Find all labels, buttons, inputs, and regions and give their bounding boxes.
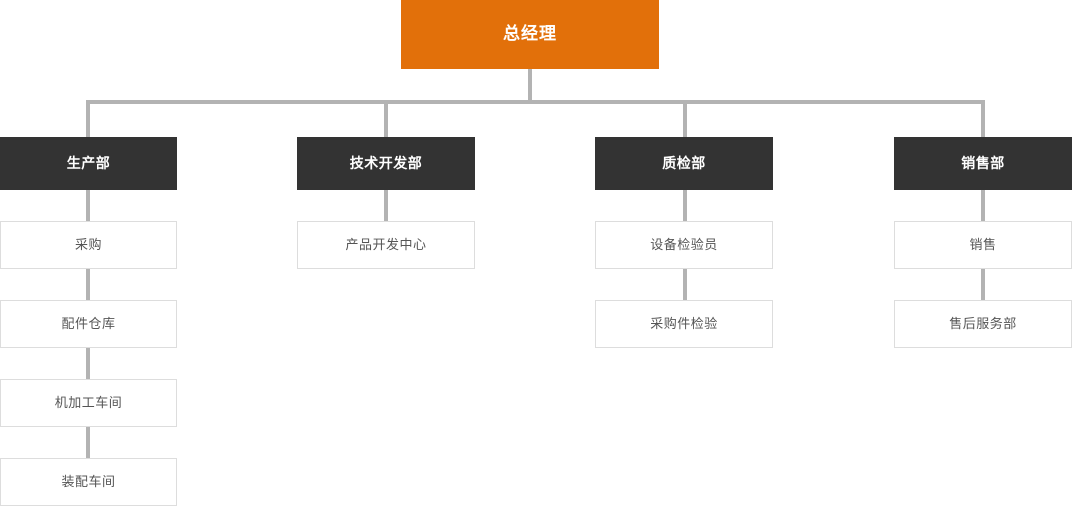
connector-c3-dept-to-sub1 bbox=[683, 190, 687, 221]
node-department-sales[interactable]: 销售部 bbox=[894, 137, 1072, 190]
connector-horizontal-bus bbox=[86, 100, 985, 104]
node-sub-sales[interactable]: 销售 bbox=[894, 221, 1072, 269]
connector-c1-sub3-to-sub4 bbox=[86, 427, 90, 458]
node-sub-procurement[interactable]: 采购 bbox=[0, 221, 177, 269]
connector-bus-to-dept-3 bbox=[683, 100, 687, 137]
node-sub-purchased-parts-inspection[interactable]: 采购件检验 bbox=[595, 300, 773, 348]
connector-bus-to-dept-2 bbox=[384, 100, 388, 137]
node-sub-machining-workshop[interactable]: 机加工车间 bbox=[0, 379, 177, 427]
connector-c2-dept-to-sub1 bbox=[384, 190, 388, 221]
connector-c1-sub2-to-sub3 bbox=[86, 348, 90, 379]
node-department-tech-development[interactable]: 技术开发部 bbox=[297, 137, 475, 190]
connector-c1-dept-to-sub1 bbox=[86, 190, 90, 221]
node-sub-after-sales-service[interactable]: 售后服务部 bbox=[894, 300, 1072, 348]
connector-root-stem bbox=[528, 69, 532, 102]
connector-bus-to-dept-1 bbox=[86, 100, 90, 137]
node-department-production[interactable]: 生产部 bbox=[0, 137, 177, 190]
node-sub-equipment-inspector[interactable]: 设备检验员 bbox=[595, 221, 773, 269]
node-root-general-manager[interactable]: 总经理 bbox=[401, 0, 659, 69]
node-sub-parts-warehouse[interactable]: 配件仓库 bbox=[0, 300, 177, 348]
connector-c4-dept-to-sub1 bbox=[981, 190, 985, 221]
connector-c4-sub1-to-sub2 bbox=[981, 269, 985, 300]
connector-c1-sub1-to-sub2 bbox=[86, 269, 90, 300]
node-department-quality-inspection[interactable]: 质检部 bbox=[595, 137, 773, 190]
connector-c3-sub1-to-sub2 bbox=[683, 269, 687, 300]
node-sub-assembly-workshop[interactable]: 装配车间 bbox=[0, 458, 177, 506]
connector-bus-to-dept-4 bbox=[981, 100, 985, 137]
node-sub-product-development-center[interactable]: 产品开发中心 bbox=[297, 221, 475, 269]
